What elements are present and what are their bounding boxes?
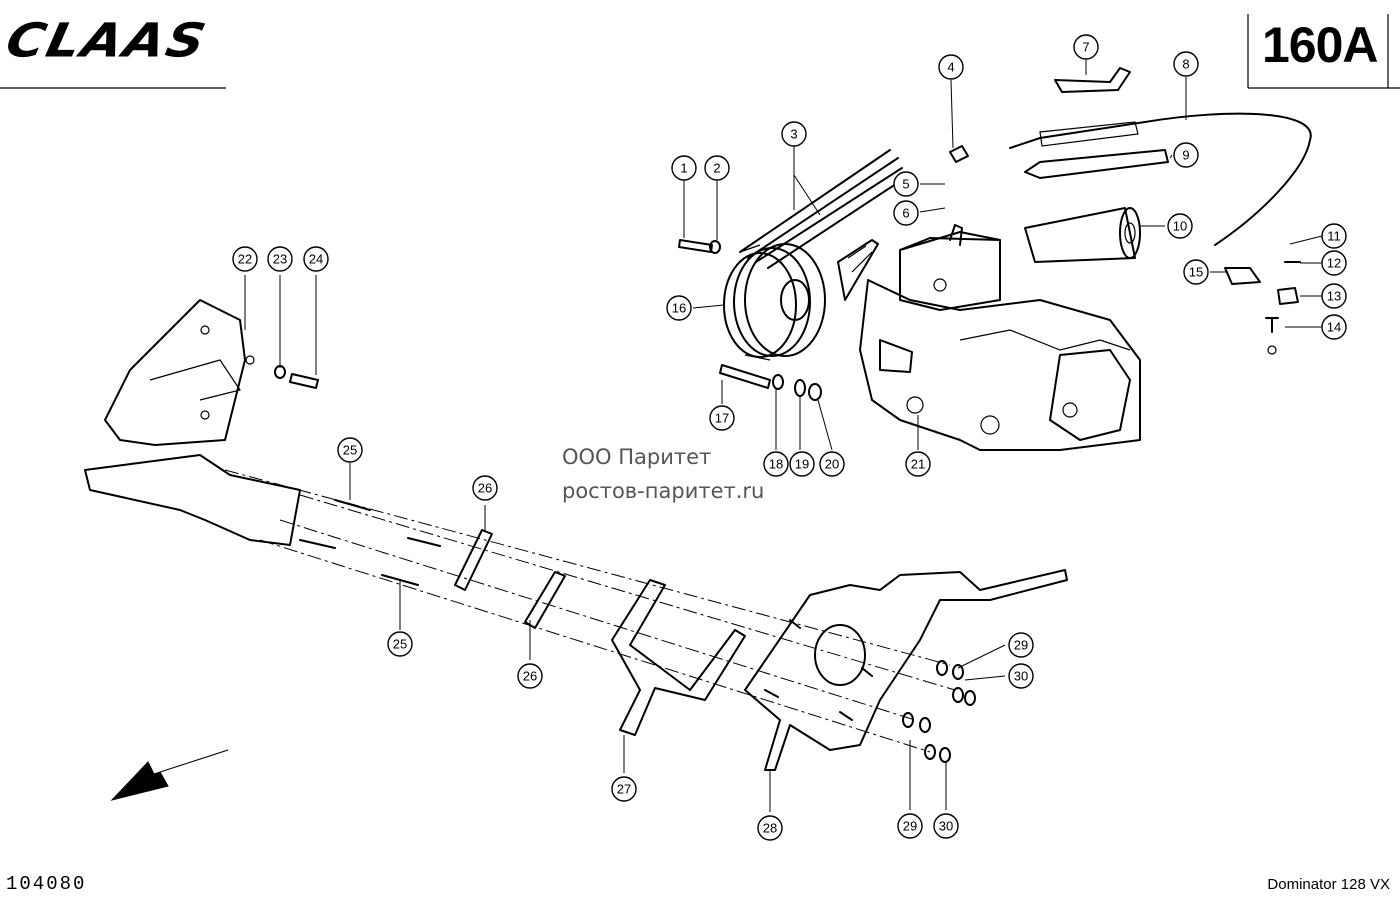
callout-label: 4: [947, 60, 954, 75]
callout-label: 5: [902, 177, 909, 192]
callout-label: 3: [790, 127, 797, 142]
model-name: Dominator 128 VX: [1267, 876, 1390, 893]
callout-16: 16: [666, 295, 692, 321]
callout-23: 23: [267, 246, 293, 272]
threaded-studs: [299, 499, 441, 586]
callout-label: 10: [1173, 219, 1187, 234]
callout-label: 21: [911, 457, 925, 472]
document-number: 104080: [6, 873, 87, 895]
callout-3: 3: [781, 121, 807, 147]
fasteners: [274, 239, 822, 401]
callout-15: 15: [1183, 259, 1209, 285]
callout-label: 22: [238, 252, 252, 267]
callout-10: 10: [1167, 213, 1193, 239]
callout-label: 17: [715, 411, 729, 426]
direction-arrow-icon: [110, 749, 229, 801]
v-belt: [739, 149, 906, 269]
callout-label: 9: [1182, 148, 1189, 163]
callout-label: 20: [825, 457, 839, 472]
callout-24: 24: [303, 246, 329, 272]
spacer-strip-upper: [454, 529, 493, 591]
mounting-plate: [744, 569, 1068, 771]
assembly-axis-lines: [224, 469, 956, 753]
callout-27: 27: [611, 776, 637, 802]
callout-25-upper: 25: [337, 437, 363, 463]
callout-label: 26: [478, 481, 492, 496]
callout-29-upper: 29: [1008, 632, 1034, 658]
callout-28: 28: [757, 815, 783, 841]
nuts-and-washers: [902, 660, 976, 763]
callout-label: 26: [523, 669, 537, 684]
callout-label: 27: [617, 782, 631, 797]
cable-bracket: [1054, 67, 1131, 93]
callout-label: 6: [902, 206, 909, 221]
callout-25-lower: 25: [387, 631, 413, 657]
leader-lines: [244, 60, 1323, 812]
callout-label: 18: [769, 457, 783, 472]
callout-19: 19: [789, 451, 815, 477]
callout-label: 19: [795, 457, 809, 472]
spacer-strip-lower: [524, 571, 566, 629]
callout-26-upper: 26: [472, 475, 498, 501]
fitting-elbow: [949, 145, 969, 163]
callout-2: 2: [704, 155, 730, 181]
pump-housing: [859, 224, 1141, 451]
callout-14: 14: [1321, 314, 1347, 340]
callout-label: 23: [273, 252, 287, 267]
callout-label: 30: [1014, 669, 1028, 684]
page-code: 160A: [1262, 17, 1379, 73]
watermark-company: ООО Паритет: [562, 445, 712, 469]
callout-label: 15: [1189, 265, 1203, 280]
filter-cartridge: [1024, 207, 1141, 263]
callout-18: 18: [763, 451, 789, 477]
watermark: ООО Паритет ростов-паритет.ru: [562, 440, 764, 508]
callout-21: 21: [905, 451, 931, 477]
callout-label: 2: [713, 161, 720, 176]
small-hardware-right: [1224, 261, 1301, 355]
callout-26-lower: 26: [517, 663, 543, 689]
callout-label: 24: [309, 252, 323, 267]
callout-label: 12: [1327, 256, 1341, 271]
frame-bracket: [84, 299, 301, 546]
callout-label: 29: [1014, 638, 1028, 653]
support-plate: [611, 579, 746, 736]
control-cable: [1009, 112, 1312, 246]
callout-label: 13: [1327, 289, 1341, 304]
callout-label: 28: [763, 821, 777, 836]
callout-label: 16: [672, 301, 686, 316]
callout-17: 17: [709, 405, 735, 431]
callout-9: 9: [1173, 142, 1199, 168]
callout-13: 13: [1321, 283, 1347, 309]
callout-30-lower: 30: [933, 813, 959, 839]
callout-7: 7: [1073, 34, 1099, 60]
callout-8: 8: [1173, 51, 1199, 77]
callout-label: 11: [1327, 229, 1341, 244]
callout-label: 29: [903, 819, 917, 834]
callout-label: 14: [1327, 320, 1341, 335]
callout-29-lower: 29: [897, 813, 923, 839]
callout-6: 6: [893, 200, 919, 226]
watermark-site: ростов-паритет.ru: [562, 479, 765, 503]
callout-5: 5: [893, 171, 919, 197]
callout-label: 25: [343, 443, 357, 458]
callout-label: 1: [680, 161, 687, 176]
callout-20: 20: [819, 451, 845, 477]
callout-label: 8: [1182, 57, 1189, 72]
callout-1: 1: [671, 155, 697, 181]
callout-label: 30: [939, 819, 953, 834]
callout-11: 11: [1321, 223, 1347, 249]
callout-label: 7: [1082, 40, 1089, 55]
callout-label: 25: [393, 637, 407, 652]
callout-22: 22: [232, 246, 258, 272]
callout-30-upper: 30: [1008, 663, 1034, 689]
callout-12: 12: [1321, 250, 1347, 276]
callout-4: 4: [938, 54, 964, 80]
